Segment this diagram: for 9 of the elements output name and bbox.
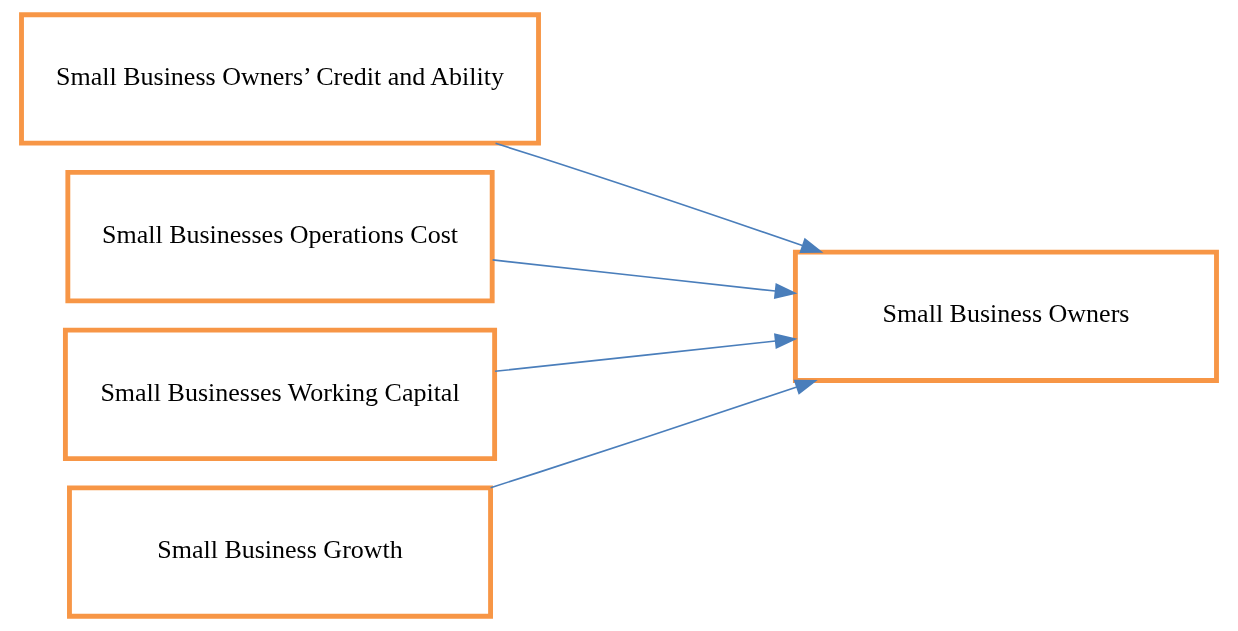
node-box: Small Business Growth <box>67 485 493 619</box>
arrow <box>494 333 798 373</box>
node-box: Small Businesses Working Capital <box>62 327 498 461</box>
arrow <box>494 142 824 253</box>
arrow <box>491 259 798 299</box>
arrow <box>489 379 818 489</box>
node-box: Small Business Owners’ Credit and Ability <box>19 12 541 146</box>
node-box: Small Businesses Operations Cost <box>65 170 495 304</box>
node-box: Small Business Owners <box>792 249 1219 383</box>
